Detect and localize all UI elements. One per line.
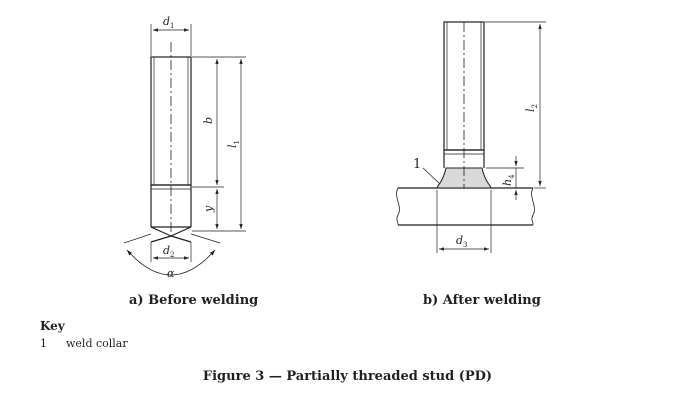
label-h4: h4 (501, 174, 516, 186)
label-b: b (202, 117, 215, 124)
key-item-label: weld collar (66, 337, 128, 350)
label-callout-1: 1 (413, 157, 421, 172)
label-l1: l1 (226, 140, 241, 148)
label-d2: d2 (163, 244, 175, 259)
key-item: 1 weld collar (40, 337, 128, 350)
caption-before-welding: a) Before welding (129, 293, 259, 308)
label-l2: l2 (524, 104, 539, 112)
weld-collar (436, 167, 492, 189)
label-alpha: α (167, 267, 175, 280)
caption-after-welding: b) After welding (423, 293, 541, 308)
key-title: Key (40, 319, 65, 333)
label-d1: d1 (163, 15, 175, 30)
key-item-number: 1 (40, 337, 47, 350)
stud-after-welding (396, 21, 546, 253)
alpha-angle-arc (126, 249, 216, 276)
callout-leader (422, 167, 441, 185)
label-d3: d3 (456, 234, 468, 249)
label-y: y (202, 205, 215, 213)
stud-before-welding (123, 24, 246, 276)
figure-title: Figure 3 — Partially threaded stud (PD) (202, 369, 493, 384)
